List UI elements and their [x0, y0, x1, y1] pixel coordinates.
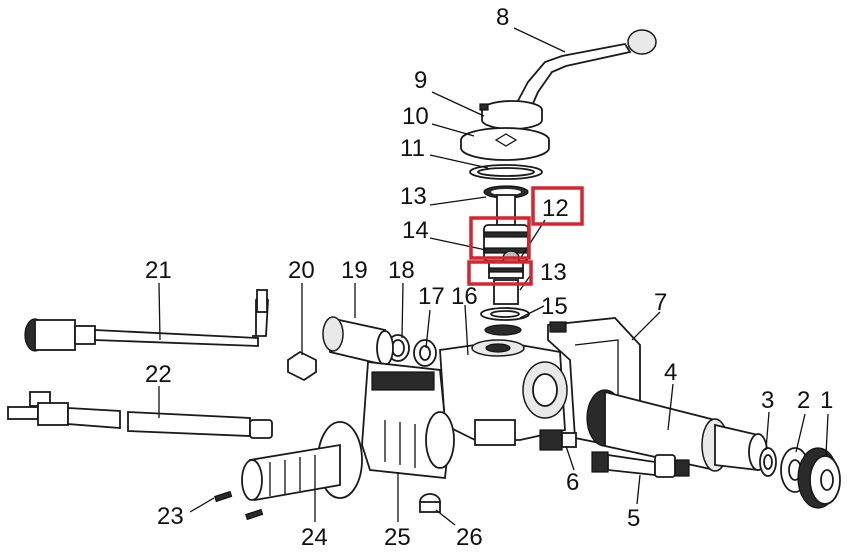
callout-2: 2 [797, 387, 810, 414]
callout-24: 24 [301, 524, 328, 551]
part-24-handle-grip [241, 421, 363, 502]
part-10-plate [460, 127, 550, 161]
part-3-fitting [759, 447, 777, 477]
callout-16: 16 [451, 283, 478, 310]
callout-9: 9 [414, 67, 427, 94]
callout-11: 11 [400, 135, 425, 162]
part-1-knurled-nut [797, 447, 841, 509]
callout-23: 23 [157, 503, 184, 530]
part-11-retaining-ring [469, 164, 543, 180]
part-15-washers [480, 307, 530, 336]
callout-12: 12 [542, 195, 569, 222]
callout-8: 8 [496, 4, 509, 31]
callout-13-lower: 13 [540, 259, 567, 286]
callout-1: 1 [820, 387, 833, 414]
callout-22: 22 [145, 361, 172, 388]
callout-15: 15 [541, 293, 568, 320]
part-19-inlet-fitting [322, 316, 394, 367]
highlight-box-valve-stem [469, 216, 531, 260]
part-17-nut [413, 339, 437, 367]
part-5-nozzle [591, 451, 690, 478]
callout-18: 18 [388, 257, 415, 284]
part-26-plug [419, 493, 441, 513]
callout-6: 6 [566, 469, 579, 496]
part-16-valve-body [439, 339, 568, 446]
part-20-nut [287, 350, 317, 382]
part-4-cylinder [586, 389, 768, 472]
highlight-box-spindle-ring [467, 260, 533, 286]
callout-5: 5 [627, 505, 640, 532]
part-9-collar [479, 100, 543, 130]
part-22-wand [7, 391, 273, 439]
callout-21: 21 [145, 257, 172, 284]
callout-25: 25 [384, 524, 411, 551]
part-14-valve-stem [483, 194, 529, 266]
callout-14: 14 [402, 217, 429, 244]
leader-lines [158, 27, 829, 526]
callout-7: 7 [654, 289, 667, 316]
part-21-rod-assembly [24, 289, 269, 352]
callout-26: 26 [456, 524, 483, 551]
callout-20: 20 [288, 257, 315, 284]
callout-10: 10 [402, 103, 429, 130]
part-6-fitting [539, 429, 577, 451]
part-25-grip-housing [361, 361, 455, 479]
part-13-upper-oring [483, 185, 529, 199]
callout-17: 17 [418, 283, 445, 310]
callout-3: 3 [761, 387, 774, 414]
highlight-box-label-12 [531, 186, 584, 226]
callout-4: 4 [664, 359, 677, 386]
part-8-handle [510, 29, 657, 117]
callout-19: 19 [341, 257, 368, 284]
callout-13-upper: 13 [400, 183, 427, 210]
part-23-screws [214, 490, 264, 521]
